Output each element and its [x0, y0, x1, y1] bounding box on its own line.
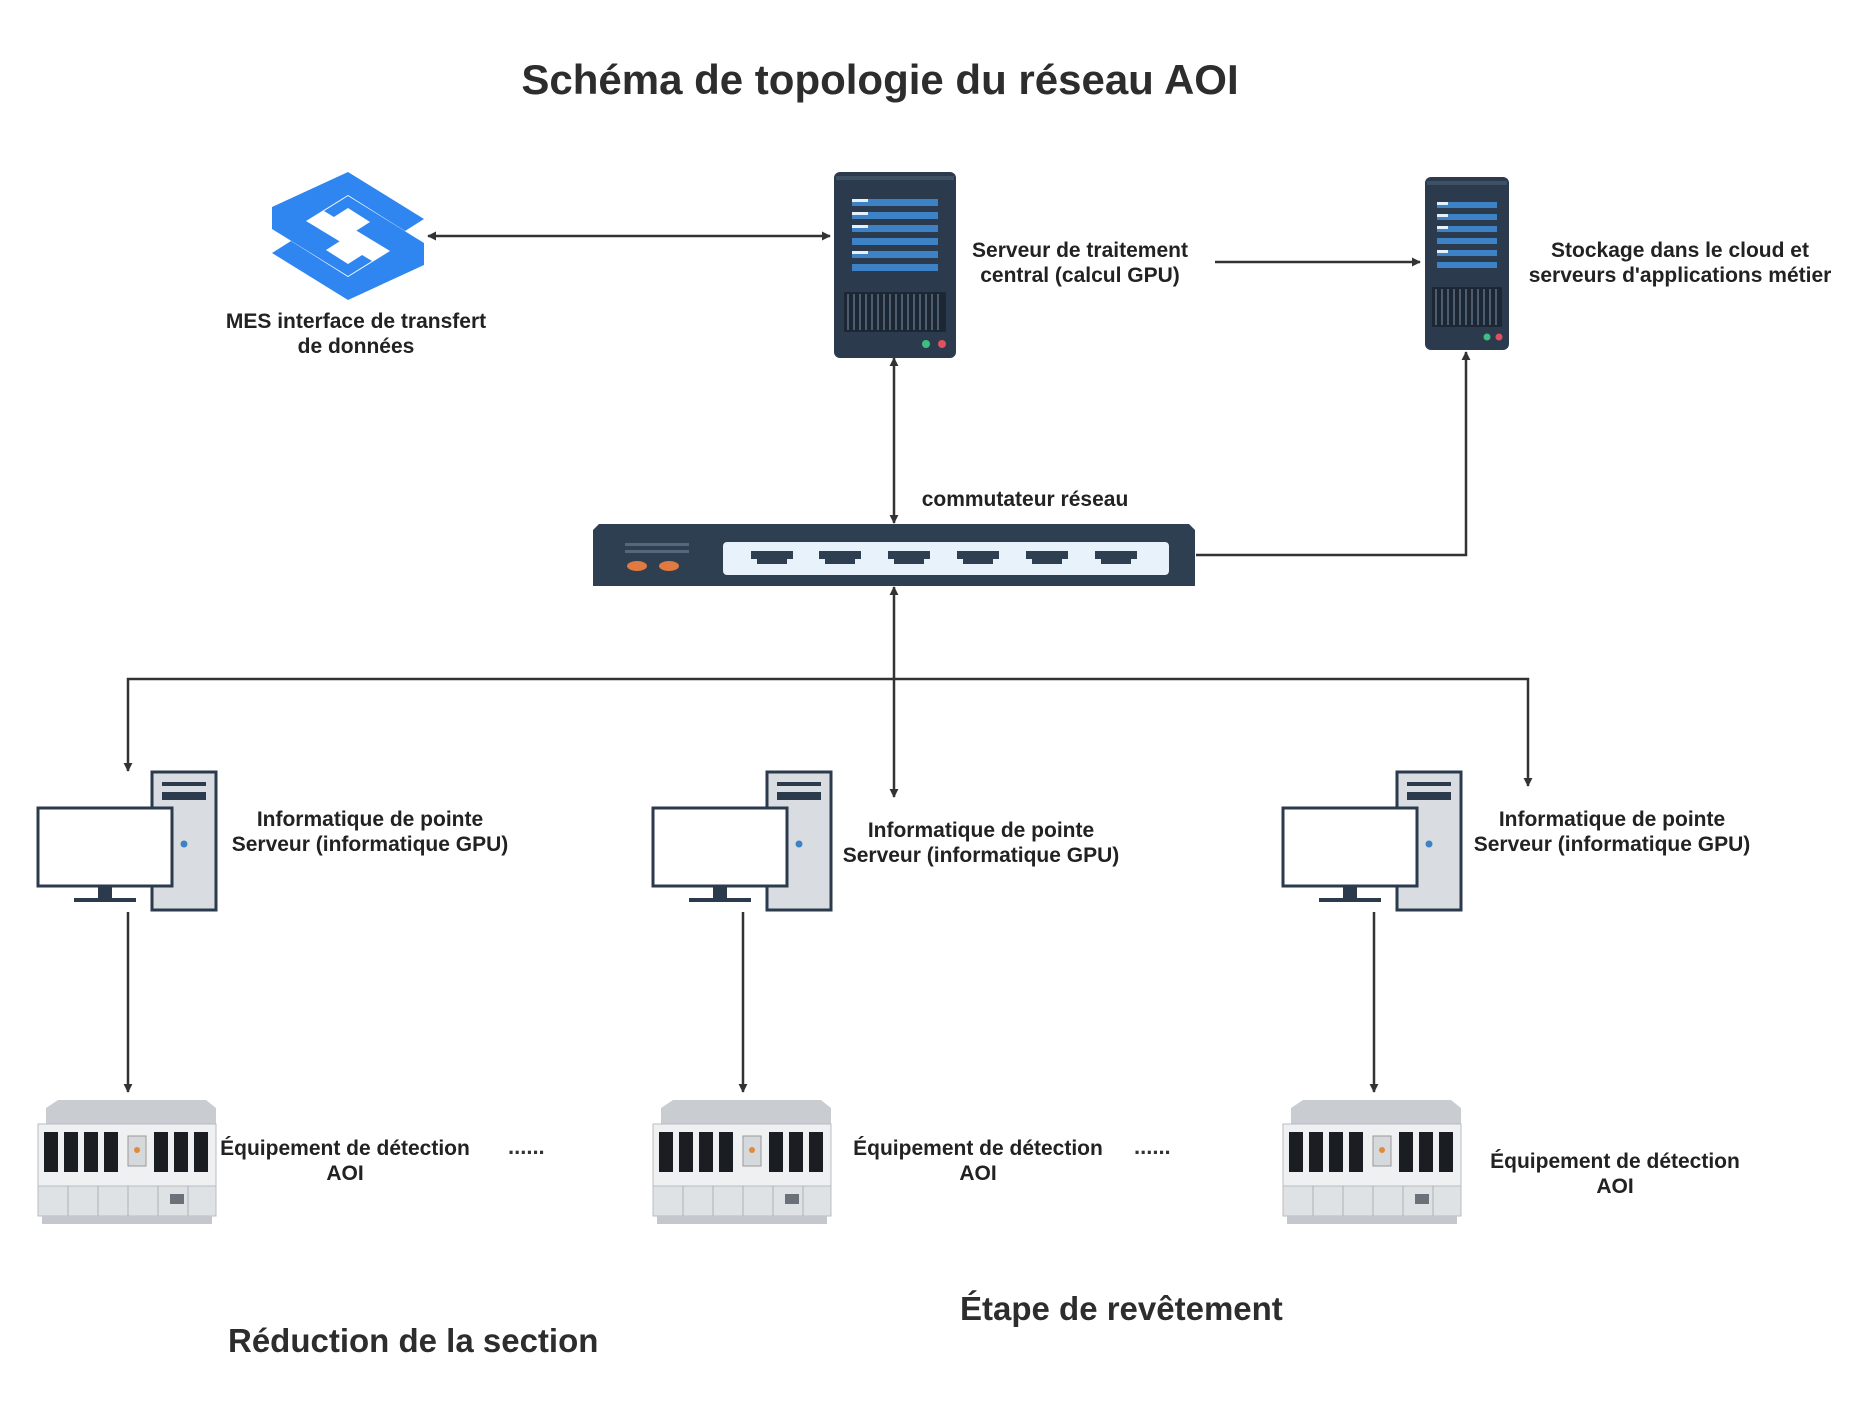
aoi-label-3: Équipement de détection AOI — [1485, 1149, 1745, 1199]
edge-server-label-3-line2: Serveur (informatique GPU) — [1473, 833, 1751, 856]
edge-computer-icon-1 — [36, 770, 218, 912]
connectors — [123, 231, 1533, 1093]
edge-server-label-1: Informatique de pointe Serveur (informat… — [220, 807, 520, 857]
diagram-title: Schéma de topologie du réseau AOI — [521, 56, 1239, 103]
edge-server-label-3-line1: Informatique de pointe — [1498, 808, 1726, 831]
aoi-label-1: Équipement de détection AOI — [215, 1136, 475, 1186]
aoi-label-2-line2: AOI — [959, 1162, 997, 1185]
edge-server-label-2-line2: Serveur (informatique GPU) — [842, 844, 1120, 867]
aoi-machine-icon-3 — [1282, 1100, 1462, 1224]
cloud-label-line1: Stockage dans le cloud et — [1551, 239, 1809, 262]
connector-bus-edge-right — [894, 677, 1533, 787]
cloud-label-line2: serveurs d'applications métier — [1528, 264, 1832, 287]
aoi-machine-icon-1 — [37, 1100, 217, 1224]
cloud-label: Stockage dans le cloud et serveurs d'app… — [1515, 238, 1845, 288]
edge-server-label-1-line2: Serveur (informatique GPU) — [231, 833, 509, 856]
aoi-label-1-line1: Équipement de détection — [220, 1137, 470, 1160]
edge-server-label-2-line1: Informatique de pointe — [867, 819, 1095, 842]
edge-computer-icon-2 — [651, 770, 833, 912]
network-switch-icon — [593, 524, 1195, 586]
central-server-label: Serveur de traitement central (calcul GP… — [955, 238, 1205, 288]
mes-label-line2: de données — [297, 335, 415, 358]
aoi-label-3-line2: AOI — [1596, 1175, 1634, 1198]
section-label-right: Étape de revêtement — [960, 1290, 1283, 1327]
connector-bus-edge-left — [123, 677, 894, 772]
central-server-icon — [834, 172, 956, 358]
edge-server-label-3: Informatique de pointe Serveur (informat… — [1462, 807, 1762, 857]
aoi-label-2-line1: Équipement de détection — [853, 1137, 1103, 1160]
ellipsis-1: ...... — [508, 1134, 545, 1159]
mes-label: MES interface de transfert de données — [206, 309, 506, 359]
connector-switch-cloud — [1196, 351, 1471, 557]
aoi-label-1-line2: AOI — [326, 1162, 364, 1185]
aoi-machine-icon-2 — [652, 1100, 832, 1224]
edge-server-label-1-line1: Informatique de pointe — [256, 808, 484, 831]
mes-label-line1: MES interface de transfert — [225, 310, 487, 333]
aoi-label-2: Équipement de détection AOI — [848, 1136, 1108, 1186]
edge-server-label-2: Informatique de pointe Serveur (informat… — [831, 818, 1131, 868]
switch-label: commutateur réseau — [921, 488, 1129, 511]
section-label-left: Réduction de la section — [228, 1322, 599, 1359]
cloud-server-icon — [1425, 177, 1509, 350]
edge-computer-icon-3 — [1281, 770, 1463, 912]
central-server-label-line2: central (calcul GPU) — [980, 264, 1180, 287]
central-server-label-line1: Serveur de traitement — [972, 239, 1188, 262]
ellipsis-2: ...... — [1134, 1134, 1171, 1159]
mes-logo-icon — [272, 172, 424, 300]
aoi-label-3-line1: Équipement de détection — [1490, 1150, 1740, 1173]
